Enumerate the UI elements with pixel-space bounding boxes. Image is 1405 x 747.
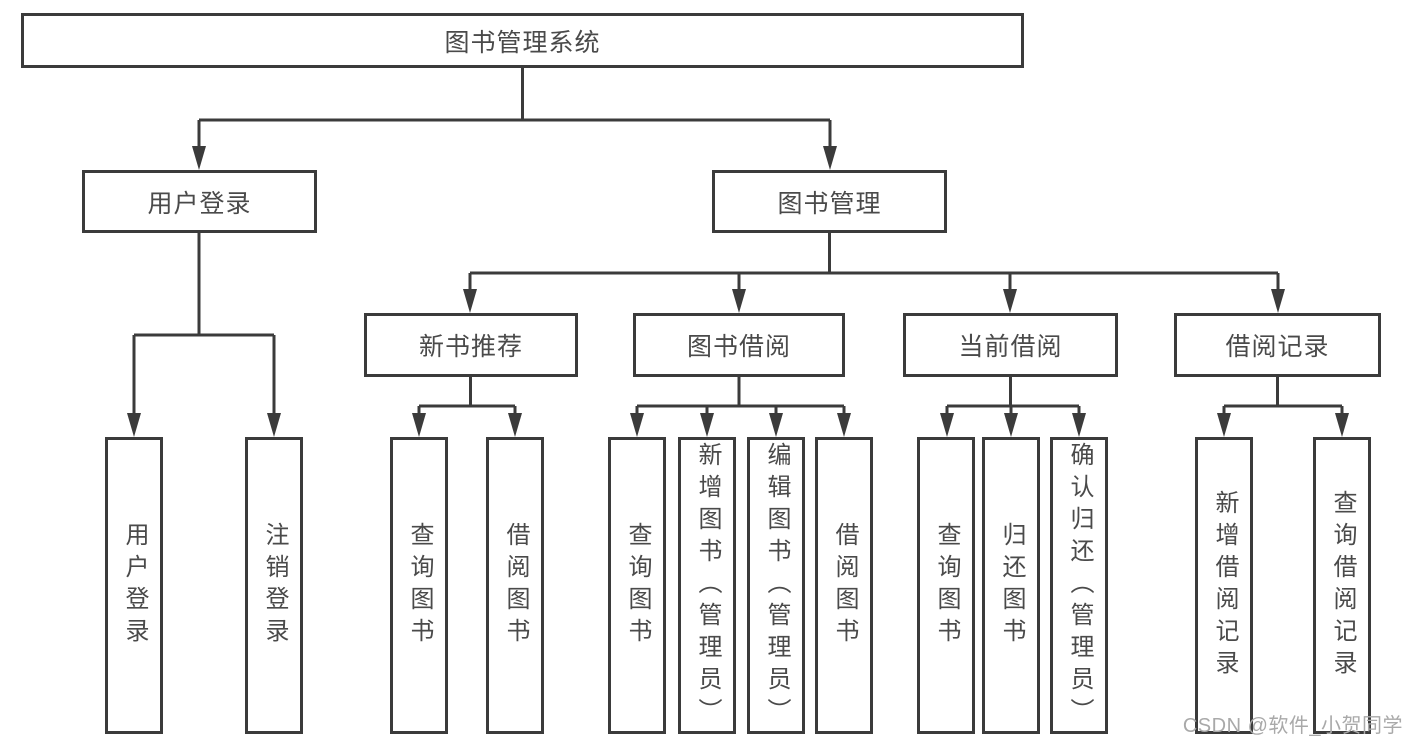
- node-book-borrowing: 图书借阅: [633, 313, 845, 377]
- leaf-query-borrow-record-label: 查询借阅记录: [1329, 489, 1356, 682]
- node-borrow-records-label: 借阅记录: [1225, 333, 1330, 361]
- node-current-borrowing-label: 当前借阅: [958, 333, 1063, 361]
- leaf-confirm-return-admin: 确认归还（管理员）: [1050, 437, 1108, 734]
- leaf-recommend-borrow-books-label: 借阅图书: [502, 521, 529, 650]
- node-current-borrowing: 当前借阅: [903, 313, 1118, 377]
- node-new-book-recommend: 新书推荐: [364, 313, 578, 377]
- node-new-book-recommend-label: 新书推荐: [418, 333, 523, 361]
- leaf-borrowing-borrow-books-label: 借阅图书: [831, 521, 858, 650]
- node-book-borrowing-label: 图书借阅: [686, 333, 791, 361]
- leaf-logout-label: 注销登录: [261, 521, 288, 650]
- leaf-borrowing-query-books-label: 查询图书: [624, 521, 651, 650]
- leaf-edit-book-admin-label: 编辑图书（管理员）: [763, 441, 790, 730]
- leaf-add-book-admin: 新增图书（管理员）: [678, 437, 736, 734]
- leaf-current-query-books: 查询图书: [917, 437, 975, 734]
- node-library-system: 图书管理系统: [21, 13, 1024, 68]
- leaf-add-borrow-record: 新增借阅记录: [1195, 437, 1253, 734]
- leaf-return-book: 归还图书: [982, 437, 1040, 734]
- leaf-recommend-borrow-books: 借阅图书: [486, 437, 544, 734]
- leaf-add-book-admin-label: 新增图书（管理员）: [694, 441, 721, 730]
- node-user-login: 用户登录: [82, 170, 317, 233]
- node-borrow-records: 借阅记录: [1174, 313, 1381, 377]
- csdn-watermark: CSDN @软件_小贺同学: [1182, 715, 1403, 737]
- leaf-edit-book-admin: 编辑图书（管理员）: [747, 437, 805, 734]
- leaf-current-query-books-label: 查询图书: [933, 521, 960, 650]
- leaf-user-login: 用户登录: [105, 437, 163, 734]
- leaf-borrowing-borrow-books: 借阅图书: [815, 437, 873, 734]
- leaf-logout: 注销登录: [245, 437, 303, 734]
- leaf-recommend-query-books: 查询图书: [390, 437, 448, 734]
- leaf-borrowing-query-books: 查询图书: [608, 437, 666, 734]
- leaf-confirm-return-admin-label: 确认归还（管理员）: [1066, 441, 1093, 730]
- leaf-return-book-label: 归还图书: [998, 521, 1025, 650]
- node-user-login-label: 用户登录: [147, 189, 252, 218]
- leaf-add-borrow-record-label: 新增借阅记录: [1211, 489, 1238, 682]
- leaf-query-borrow-record: 查询借阅记录: [1313, 437, 1371, 734]
- leaf-user-login-label: 用户登录: [121, 521, 148, 650]
- node-book-management: 图书管理: [712, 170, 947, 233]
- node-book-management-label: 图书管理: [777, 189, 882, 218]
- leaf-recommend-query-books-label: 查询图书: [406, 521, 433, 650]
- node-library-system-label: 图书管理系统: [444, 28, 601, 57]
